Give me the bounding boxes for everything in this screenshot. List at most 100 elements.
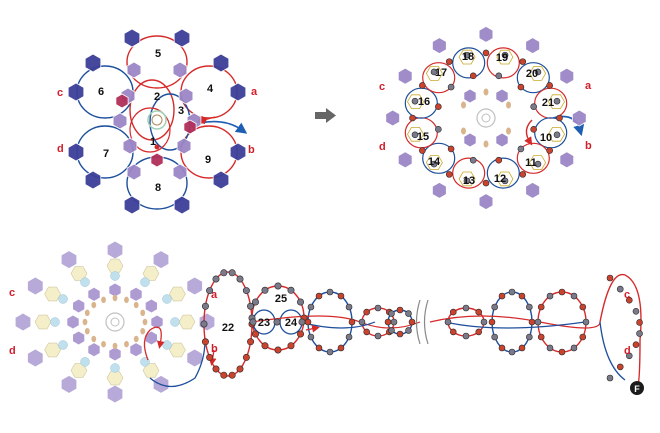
- inner-bead-icon: [82, 318, 88, 326]
- inner-bead-icon: [483, 140, 489, 148]
- seed-bead-icon: [606, 374, 614, 382]
- inner-bead-icon: [133, 335, 139, 343]
- pale-bead-icon: [162, 340, 172, 350]
- label-21: 21: [542, 97, 554, 109]
- step3-diagram: 22 23 24 25 a b c d c d F: [9, 240, 644, 404]
- label-19: 19: [496, 52, 508, 64]
- outline-hex-icon: [425, 66, 443, 81]
- seed-bead-icon: [212, 365, 220, 373]
- seed-bead-icon: [200, 320, 208, 328]
- label-9: 9: [205, 154, 211, 166]
- pale-bead-icon: [80, 357, 90, 367]
- purple-crystal-icon: [126, 163, 142, 181]
- thread-loop: [486, 157, 520, 189]
- seed-bead-icon: [632, 341, 640, 348]
- purple-crystal-icon: [172, 61, 188, 79]
- purple-crystal-icon: [478, 25, 494, 43]
- purple-crystal-icon: [385, 109, 401, 127]
- purple-crystal-icon: [525, 37, 540, 55]
- seed-bead-icon: [249, 318, 257, 326]
- seed-bead-icon: [462, 304, 470, 312]
- seed-bead-icon: [274, 282, 282, 290]
- pale-bead-icon: [110, 363, 120, 373]
- seed-bead-icon: [582, 318, 590, 326]
- thread-loop: [491, 291, 533, 353]
- thread-loop: [516, 62, 550, 94]
- navy-crystal-icon: [229, 82, 247, 102]
- label-1: 1: [150, 136, 156, 148]
- seed-bead-icon: [537, 303, 545, 311]
- side-label-b: b: [248, 144, 255, 156]
- purple-crystal-icon: [559, 151, 575, 169]
- red-arrow-icon: [524, 119, 533, 146]
- seed-bead-icon: [480, 318, 488, 326]
- purple-crystal-icon: [106, 384, 124, 404]
- seed-bead-icon: [307, 303, 315, 311]
- seed-bead-icon: [345, 303, 353, 311]
- pale-bead-icon: [58, 340, 68, 350]
- navy-crystal-icon: [67, 142, 85, 162]
- seed-bead-icon: [326, 288, 334, 296]
- seed-bead-icon: [519, 171, 527, 178]
- pale-bead-icon: [58, 294, 68, 304]
- purple-crystal-icon: [397, 67, 413, 85]
- pale-hex-icon: [169, 286, 186, 302]
- label-15: 15: [417, 131, 429, 143]
- step2-diagram: 18 19 17 20 16 21 15 10 14 11 13 12 a b …: [379, 25, 592, 211]
- label-20: 20: [526, 68, 538, 80]
- thread-loop: [516, 142, 550, 174]
- seed-bead-icon: [534, 68, 542, 76]
- inner-bead-icon: [483, 88, 489, 96]
- seed-bead-icon: [556, 114, 563, 122]
- seed-bead-icon: [411, 131, 419, 139]
- seed-bead-icon: [363, 308, 370, 316]
- outline-hex-icon: [548, 127, 565, 142]
- inner-bead-icon: [142, 318, 148, 326]
- seed-bead-icon: [212, 275, 220, 283]
- seed-bead-icon: [636, 319, 643, 326]
- side-label-a-3: a: [211, 289, 218, 301]
- seed-bead-icon: [546, 147, 553, 154]
- seed-bead-icon: [546, 344, 554, 352]
- seed-bead-icon: [273, 318, 281, 326]
- seed-bead-icon: [482, 179, 490, 187]
- navy-crystal-icon: [173, 195, 191, 215]
- seed-bead-icon: [462, 332, 470, 340]
- label-10: 10: [540, 132, 552, 144]
- seed-bead-icon: [498, 344, 506, 352]
- purple-crystal-icon: [431, 181, 447, 199]
- side-label-a-2: a: [585, 80, 592, 92]
- side-label-b-3: b: [211, 343, 218, 355]
- pale-hex-icon: [178, 314, 196, 330]
- seed-bead-icon: [405, 327, 412, 334]
- seed-bead-icon: [632, 308, 640, 315]
- thread-loop: [537, 291, 587, 353]
- seed-bead-icon: [553, 131, 561, 139]
- seed-bead-icon: [298, 318, 306, 326]
- purple-crystal-icon: [87, 342, 101, 358]
- seed-bead-icon: [287, 286, 295, 294]
- seed-bead-icon: [374, 304, 382, 312]
- navy-crystal-icon: [84, 53, 102, 73]
- side-label-c-end: c: [624, 289, 630, 301]
- red-arrow-icon: [305, 324, 320, 333]
- seed-bead-icon: [384, 318, 392, 326]
- purple-crystal-icon: [60, 250, 78, 270]
- seed-bead-icon: [526, 333, 533, 341]
- inner-bead-icon: [133, 301, 139, 309]
- seed-bead-icon: [247, 338, 255, 346]
- purple-crystal-icon: [152, 250, 170, 270]
- seed-bead-icon: [530, 103, 537, 110]
- thread-loop: [486, 47, 520, 79]
- seed-bead-icon: [411, 97, 419, 105]
- label-5: 5: [155, 48, 161, 60]
- seed-bead-icon: [220, 269, 228, 277]
- label-4: 4: [207, 83, 214, 95]
- label-11: 11: [525, 157, 537, 169]
- center-ring-icon: [151, 114, 163, 126]
- seed-bead-icon: [247, 302, 255, 310]
- side-label-d-end: d: [624, 345, 631, 357]
- seed-bead-icon: [304, 318, 312, 326]
- seed-bead-icon: [405, 310, 412, 317]
- seed-bead-icon: [348, 318, 356, 326]
